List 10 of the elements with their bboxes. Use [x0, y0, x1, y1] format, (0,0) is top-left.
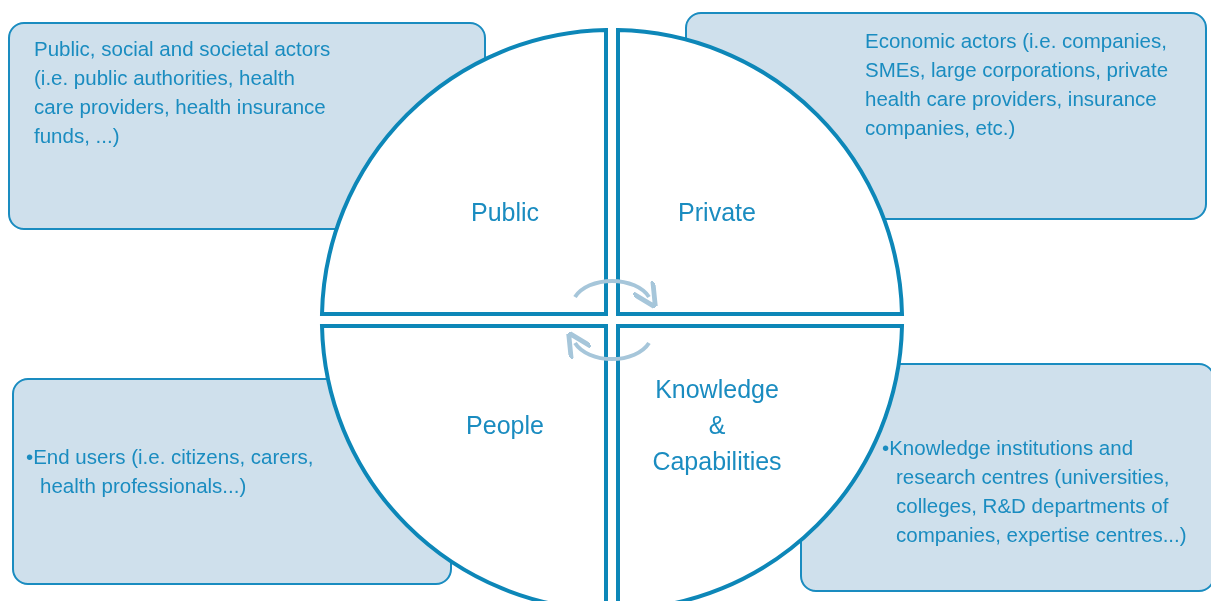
- quadrant-label: Public: [470, 197, 540, 228]
- curved-arrow: [565, 331, 651, 363]
- quadrant-label: People: [466, 410, 544, 441]
- curved-arrow: [573, 277, 659, 309]
- description-text: Public, social and societal actors (i.e. public authorities, health care providers, health insurance funds, ...): [34, 36, 332, 149]
- description-text: •End users (i.e. citizens, carers, health professionals...): [26, 444, 315, 499]
- quadrant-label: Private: [678, 197, 756, 228]
- description-text: •Knowledge institutions and research centres (universities, colleges, R&D departments of companies, expertise centres...): [882, 435, 1188, 548]
- description-text: Economic actors (i.e. companies, SMEs, large corporations, private health care providers, insurance companies, etc.): [865, 28, 1170, 141]
- quadrant-label: Knowledge & Capabilities: [652, 374, 782, 477]
